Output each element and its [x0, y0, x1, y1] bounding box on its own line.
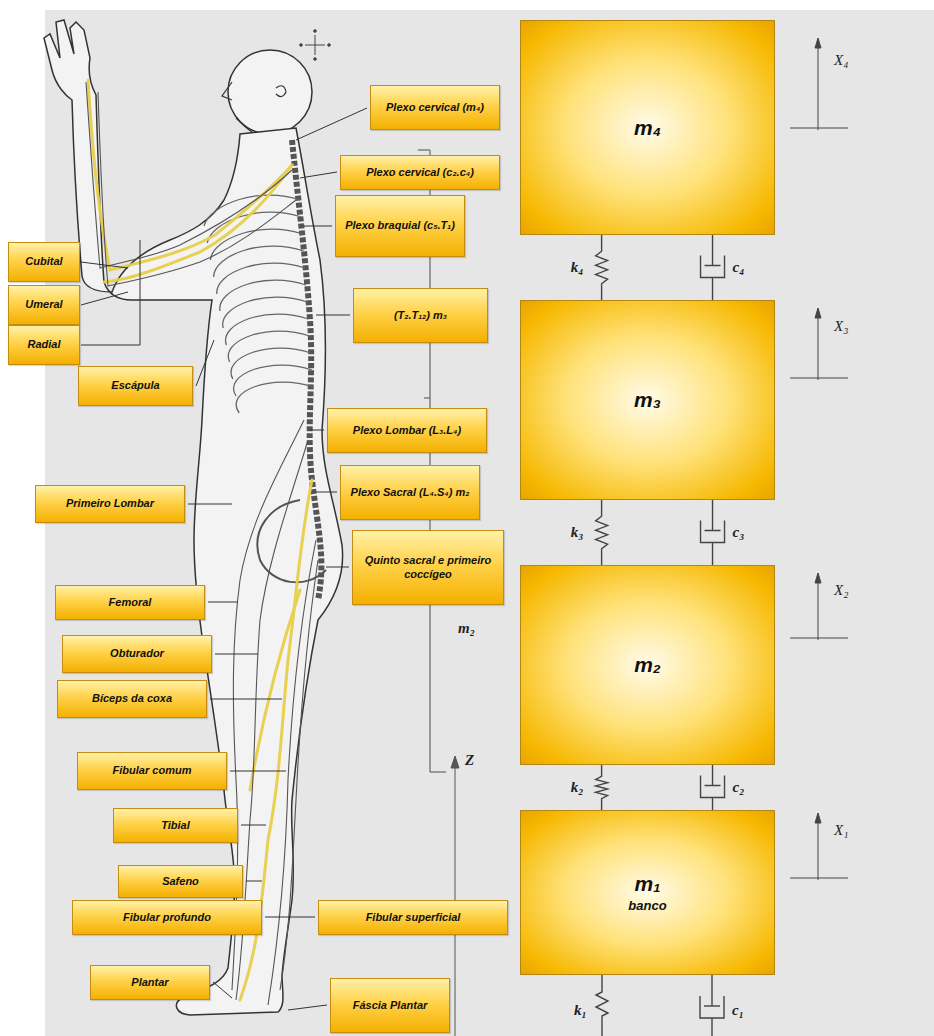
- nerve-name: Primeiro Lombar: [66, 497, 154, 510]
- nerve-label-box: Fibular superficial: [318, 900, 508, 935]
- damper-connector: [701, 500, 725, 565]
- mass-block: m₃: [520, 300, 775, 500]
- nerve-name: Radial: [27, 338, 60, 351]
- bracket-label: m₂: [456, 620, 477, 637]
- nerve-label-box: Plexo cervical (m₄): [370, 85, 500, 130]
- coordinate-label: X₃: [832, 318, 850, 335]
- nerve-name: Cubital: [25, 255, 62, 268]
- damper-connector: [701, 235, 725, 300]
- nerve-label-box: Obturador: [62, 635, 212, 673]
- mass-label: m₂: [634, 653, 661, 677]
- nerve-name: Escápula: [111, 379, 159, 392]
- nerve-name: Plexo braquial (c₅.T₁): [345, 219, 455, 232]
- nerve-label-box: Plexo cervical (c₂.c₄): [340, 155, 500, 190]
- stiffness-label: k₃: [569, 524, 586, 541]
- nerve-name: Plexo Sacral (L₄.S₄) m₂: [351, 486, 470, 499]
- nerve-name: Tibial: [161, 819, 190, 832]
- damping-label: c₂: [731, 779, 747, 796]
- spring-connector: [596, 235, 608, 300]
- stiffness-label: k₄: [569, 259, 586, 276]
- nerve-label-box: Umeral: [8, 285, 80, 325]
- nerve-label-box: Fáscia Plantar: [330, 978, 450, 1033]
- nerve-name: Plexo cervical (m₄): [386, 101, 484, 114]
- nerve-name: Safeno: [162, 875, 199, 888]
- nerve-label-box: (T₂.T₁₂) m₃: [353, 288, 488, 343]
- nerve-label-box: Plexo Sacral (L₄.S₄) m₂: [340, 465, 480, 520]
- spring-connector: [596, 765, 608, 810]
- nerve-name: Plexo Lombar (L₃.L₄): [353, 424, 461, 437]
- coordinate-label: X₁: [832, 822, 850, 839]
- stiffness-label: k₂: [569, 779, 586, 796]
- mass-block: m₂: [520, 565, 775, 765]
- coordinate-label: X₂: [832, 582, 850, 599]
- nerve-name: Femoral: [109, 596, 152, 609]
- nerve-label-box: Safeno: [118, 865, 243, 898]
- mass-label: banco: [628, 898, 666, 913]
- nerve-name: Fibular superficial: [366, 911, 461, 924]
- stiffness-label: k₁: [572, 1002, 589, 1019]
- damper-connector: [701, 765, 725, 810]
- nerve-label-box: Escápula: [78, 366, 193, 406]
- coordinate-label: X₄: [832, 52, 850, 69]
- nerve-name: Fibular comum: [113, 764, 192, 777]
- nerve-label-box: Cubital: [8, 242, 80, 282]
- nerve-label-box: Tibial: [113, 808, 238, 843]
- nerve-name: Fibular profundo: [123, 911, 211, 924]
- nerve-label-box: Fibular profundo: [72, 900, 262, 935]
- nerve-label-box: Primeiro Lombar: [35, 485, 185, 523]
- mass-label: m₃: [634, 388, 661, 412]
- nerve-label-box: Fibular comum: [77, 752, 227, 790]
- nerve-name: (T₂.T₁₂) m₃: [394, 309, 447, 322]
- damping-label: c₄: [731, 259, 747, 276]
- damping-label: c₁: [730, 1002, 746, 1019]
- nerve-label-box: Bíceps da coxa: [57, 680, 207, 718]
- nerve-label-box: Plexo braquial (c₅.T₁): [335, 195, 465, 257]
- nerve-label-box: Femoral: [55, 585, 205, 620]
- nerve-name: Plantar: [131, 976, 168, 989]
- mass-block: m₄: [520, 20, 775, 235]
- nerve-name: Plexo cervical (c₂.c₄): [366, 166, 474, 179]
- damping-label: c₃: [731, 524, 747, 541]
- mass-label: m₄: [634, 116, 661, 140]
- nerve-label-box: Plantar: [90, 965, 210, 1000]
- nerve-name: Obturador: [110, 647, 164, 660]
- mass-block: m₁ banco: [520, 810, 775, 975]
- mass-label: m₁: [634, 872, 660, 896]
- nerve-name: Umeral: [25, 298, 62, 311]
- nerve-label-box: Plexo Lombar (L₃.L₄): [327, 408, 487, 453]
- axis-label: Z: [463, 752, 476, 769]
- nerve-name: Quinto sacral e primeiro coccígeo: [358, 554, 498, 580]
- spring-connector: [596, 500, 608, 565]
- nerve-label-box: Quinto sacral e primeiro coccígeo: [352, 530, 504, 605]
- nerve-label-box: Radial: [8, 325, 80, 365]
- nerve-name: Bíceps da coxa: [92, 692, 172, 705]
- nerve-name: Fáscia Plantar: [353, 999, 428, 1012]
